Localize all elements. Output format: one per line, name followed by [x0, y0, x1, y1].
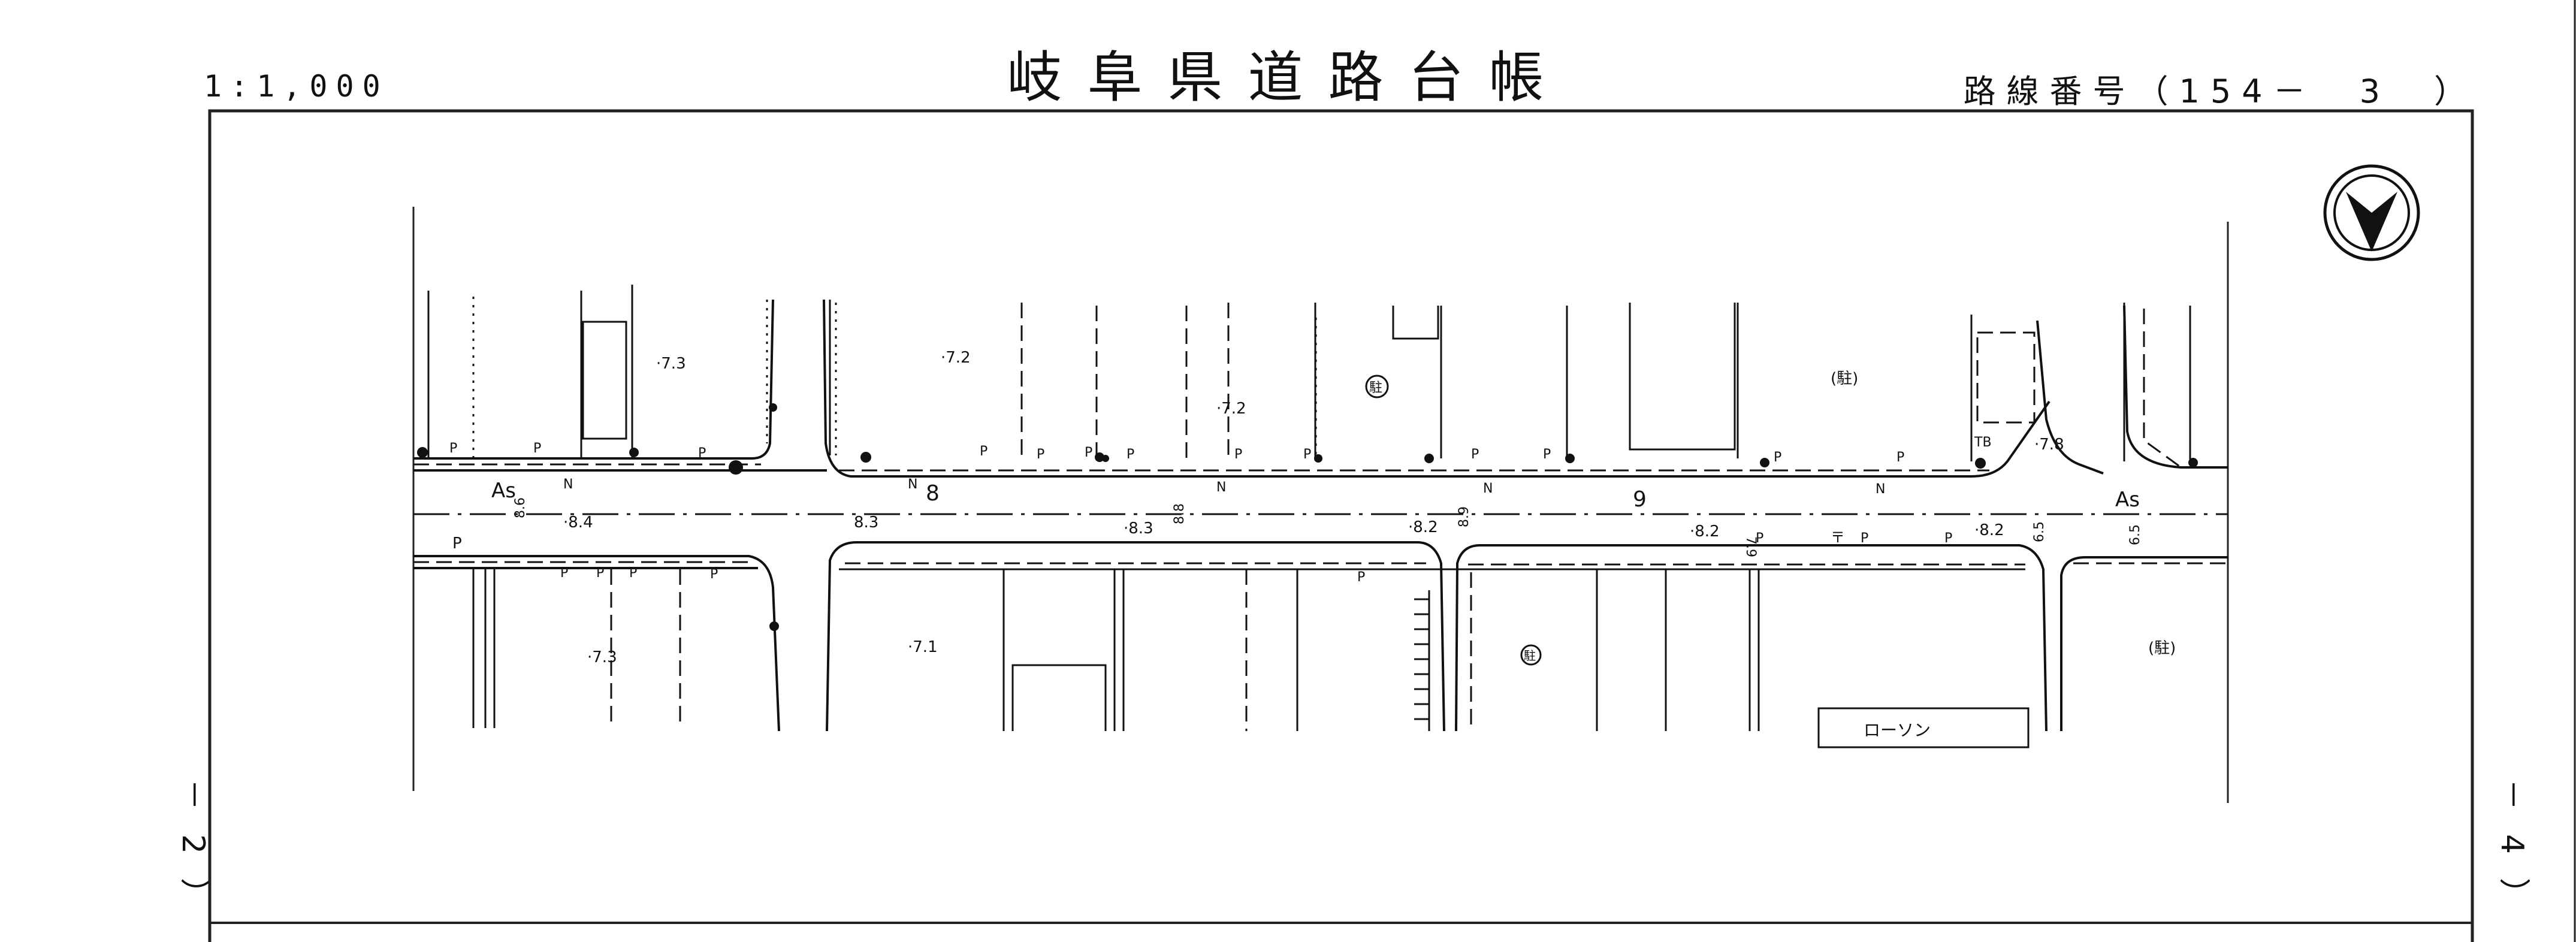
pole-label: P — [533, 441, 541, 456]
utility-poles — [417, 403, 2198, 631]
property-lines-north-dashed — [1020, 303, 2182, 469]
pole-label: P — [1357, 570, 1365, 585]
station-9: 9 — [1633, 487, 1647, 512]
drain-label: N — [1216, 480, 1226, 495]
store-label: ローソン — [1864, 720, 1931, 740]
map-labels: As As 8 9 ·7.3 ·7.2 ·7.2 ·7.8 ·8.4 8.3 ·… — [449, 349, 2176, 740]
pole-label: P — [560, 566, 568, 581]
pole-label: P — [1896, 450, 1904, 465]
map-limits — [412, 207, 2229, 803]
left-continuation-label: －2） — [175, 779, 211, 934]
elev-north-1: ·7.2 — [941, 349, 971, 367]
property-lines-south-dashed — [610, 569, 1472, 731]
elev-road-3: ·8.2 — [1408, 518, 1438, 536]
elev-north-2: ·7.2 — [1216, 400, 1246, 418]
mailbox-symbol: 〒 — [1831, 529, 1845, 546]
pole-label: P — [1037, 447, 1044, 462]
pole-label: P — [1774, 450, 1781, 465]
scale-label: 1:1,000 — [204, 69, 389, 104]
drain-label: N — [1483, 481, 1493, 496]
drain-label: N — [1876, 482, 1885, 497]
drain-label: N — [908, 477, 917, 492]
pole-label: P — [710, 567, 718, 582]
elev-road-2: ·8.3 — [1124, 520, 1153, 538]
surface-label-east: As — [2115, 488, 2140, 512]
elev-road-4: ·8.2 — [1690, 523, 1720, 541]
pole-label: P — [1944, 531, 1952, 546]
width-label: 7.9 — [1743, 536, 1758, 557]
pole-label: P — [449, 441, 457, 456]
surface-label-west: As — [491, 479, 516, 503]
parking-circle-label-north: 駐 — [1369, 381, 1382, 395]
route-number: 路線番号（154－ 3 ） — [1963, 73, 2477, 110]
pole-label: P — [1756, 531, 1763, 546]
pole-label: P — [698, 446, 706, 461]
pole-label: P — [1543, 447, 1551, 462]
elev-north-3: ·7.8 — [2034, 436, 2064, 454]
elev-south-1: ·7.1 — [908, 638, 938, 656]
width-label: 6.5 — [2128, 524, 2143, 545]
elev-road-5: ·8.2 — [1974, 521, 2004, 539]
terminal-box-label: TB — [1974, 435, 1992, 450]
width-label: 8.6 — [513, 497, 528, 518]
elev-south-0: ·7.3 — [587, 648, 617, 666]
dashed-lines — [413, 463, 2228, 566]
pole-label: P — [980, 444, 987, 459]
pole-label: P — [1127, 447, 1134, 462]
station-8: 8 — [926, 481, 940, 506]
property-lines-north — [427, 285, 2191, 461]
width-label: 8.8 — [1172, 503, 1187, 524]
pole-label: P — [1234, 447, 1242, 462]
parking-label-north: (駐) — [1831, 370, 1858, 388]
page-title: 岐阜県道路台帳 — [1007, 46, 1569, 110]
right-continuation-label: －4） — [2494, 779, 2530, 934]
road-edges — [413, 299, 2228, 732]
pole-label: P — [1861, 531, 1868, 546]
pole-label: P — [596, 566, 604, 581]
parking-circle-label-south: 駐 — [1524, 648, 1536, 663]
pole-label: P — [629, 566, 637, 581]
north-arrow-icon — [2323, 164, 2420, 261]
property-lines-south — [472, 568, 2030, 748]
property-lines-north-dotted — [472, 297, 1317, 458]
width-label: 8.9 — [1457, 506, 1472, 527]
slope-hatch — [1414, 590, 1430, 731]
parking-label-south: (駐) — [2148, 639, 2176, 657]
drain-label: N — [563, 477, 573, 492]
elev-road-1: 8.3 — [854, 514, 878, 532]
parking-circle-icon: 駐 駐 — [1365, 375, 1542, 666]
width-label: 6.5 — [2032, 521, 2047, 542]
pole-label: P — [452, 535, 462, 552]
elev-north-0: ·7.3 — [656, 355, 686, 373]
pole-label: P — [1085, 445, 1092, 460]
pole-label: P — [1471, 447, 1479, 462]
pole-label: P — [1303, 447, 1311, 462]
elev-road-0: ·8.4 — [563, 514, 593, 532]
sheet-frame — [208, 0, 2576, 942]
